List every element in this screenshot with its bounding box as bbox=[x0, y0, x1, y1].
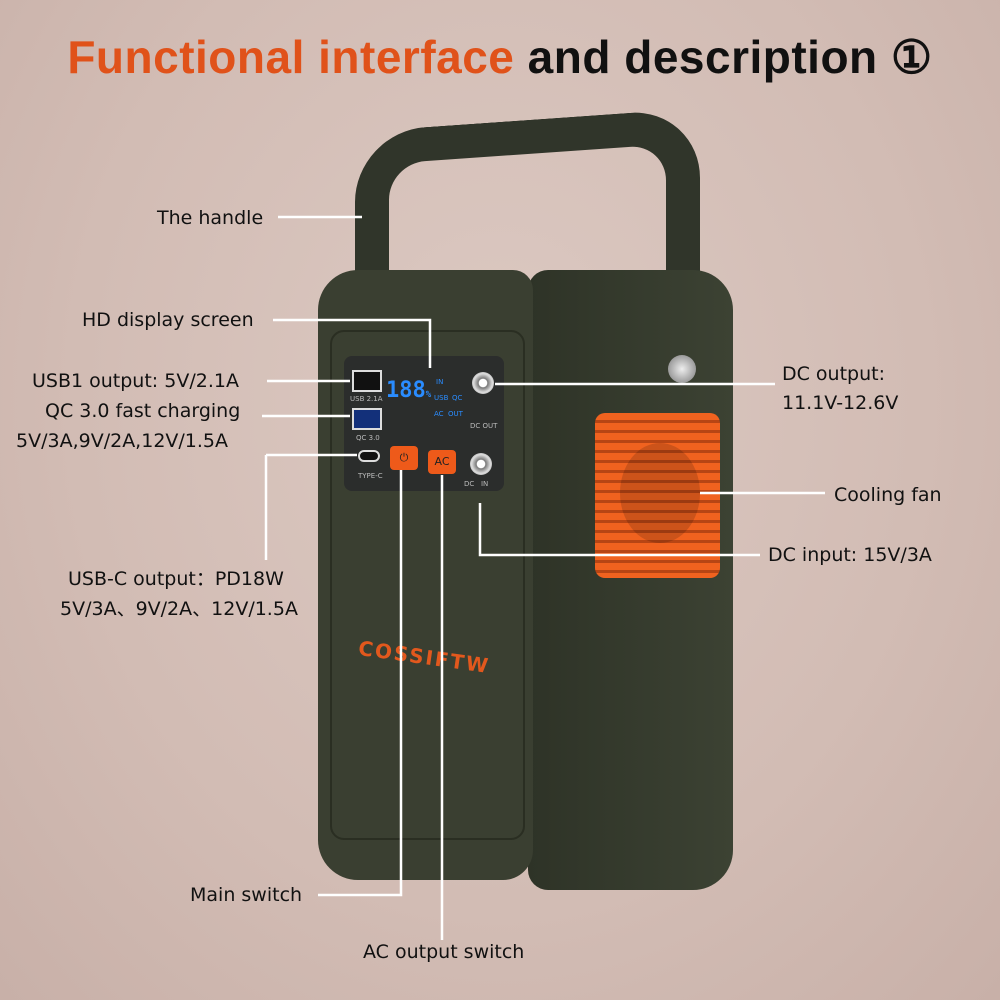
typec-port-label: TYPE-C bbox=[358, 472, 383, 480]
handle-knob bbox=[668, 355, 696, 383]
dc-out-jack bbox=[472, 372, 494, 394]
label-main-switch: Main switch bbox=[190, 884, 303, 906]
lcd-indicator: IN bbox=[436, 378, 444, 386]
label-ac-switch: AC output switch bbox=[363, 941, 525, 963]
label-usbc-spec: 5V/3A、9V/2A、12V/1.5A bbox=[60, 598, 298, 620]
device-side bbox=[528, 270, 733, 890]
usb-port bbox=[352, 370, 382, 392]
label-qc-spec: 5V/3A,9V/2A,12V/1.5A bbox=[16, 430, 229, 452]
ac-button[interactable]: AC bbox=[428, 450, 456, 474]
label-usbc-title: USB-C output：PD18W bbox=[68, 568, 284, 590]
page-title: Functional interface and description ① bbox=[67, 31, 933, 83]
label-dc-in: DC input: 15V/3A bbox=[768, 544, 932, 566]
qc-port bbox=[352, 408, 382, 430]
typec-port bbox=[358, 450, 380, 462]
label-usb1: USB1 output: 5V/2.1A bbox=[32, 370, 239, 392]
label-dc-out-title: DC output: bbox=[782, 363, 886, 385]
dc-in-jack bbox=[470, 453, 492, 475]
qc-port-label: QC 3.0 bbox=[356, 434, 380, 442]
cooling-fan-grille bbox=[595, 413, 720, 578]
lcd-display: 188% bbox=[386, 378, 432, 403]
lcd-indicator: OUT bbox=[448, 410, 463, 418]
lcd-indicator: USB bbox=[434, 394, 449, 402]
label-display: HD display screen bbox=[82, 309, 254, 331]
usb-port-label: USB 2.1A bbox=[350, 395, 383, 403]
lcd-indicator: QC bbox=[452, 394, 463, 402]
dc-in-label: DC IN bbox=[464, 480, 489, 488]
device-front-frame bbox=[330, 330, 525, 840]
label-fan: Cooling fan bbox=[834, 484, 942, 506]
power-button[interactable]: ⏻ bbox=[390, 446, 418, 470]
dc-out-label: DC OUT bbox=[470, 422, 498, 430]
lcd-indicator: AC bbox=[434, 410, 444, 418]
label-handle: The handle bbox=[157, 207, 264, 229]
label-dc-out-spec: 11.1V-12.6V bbox=[782, 392, 899, 414]
label-qc-title: QC 3.0 fast charging bbox=[45, 400, 241, 422]
